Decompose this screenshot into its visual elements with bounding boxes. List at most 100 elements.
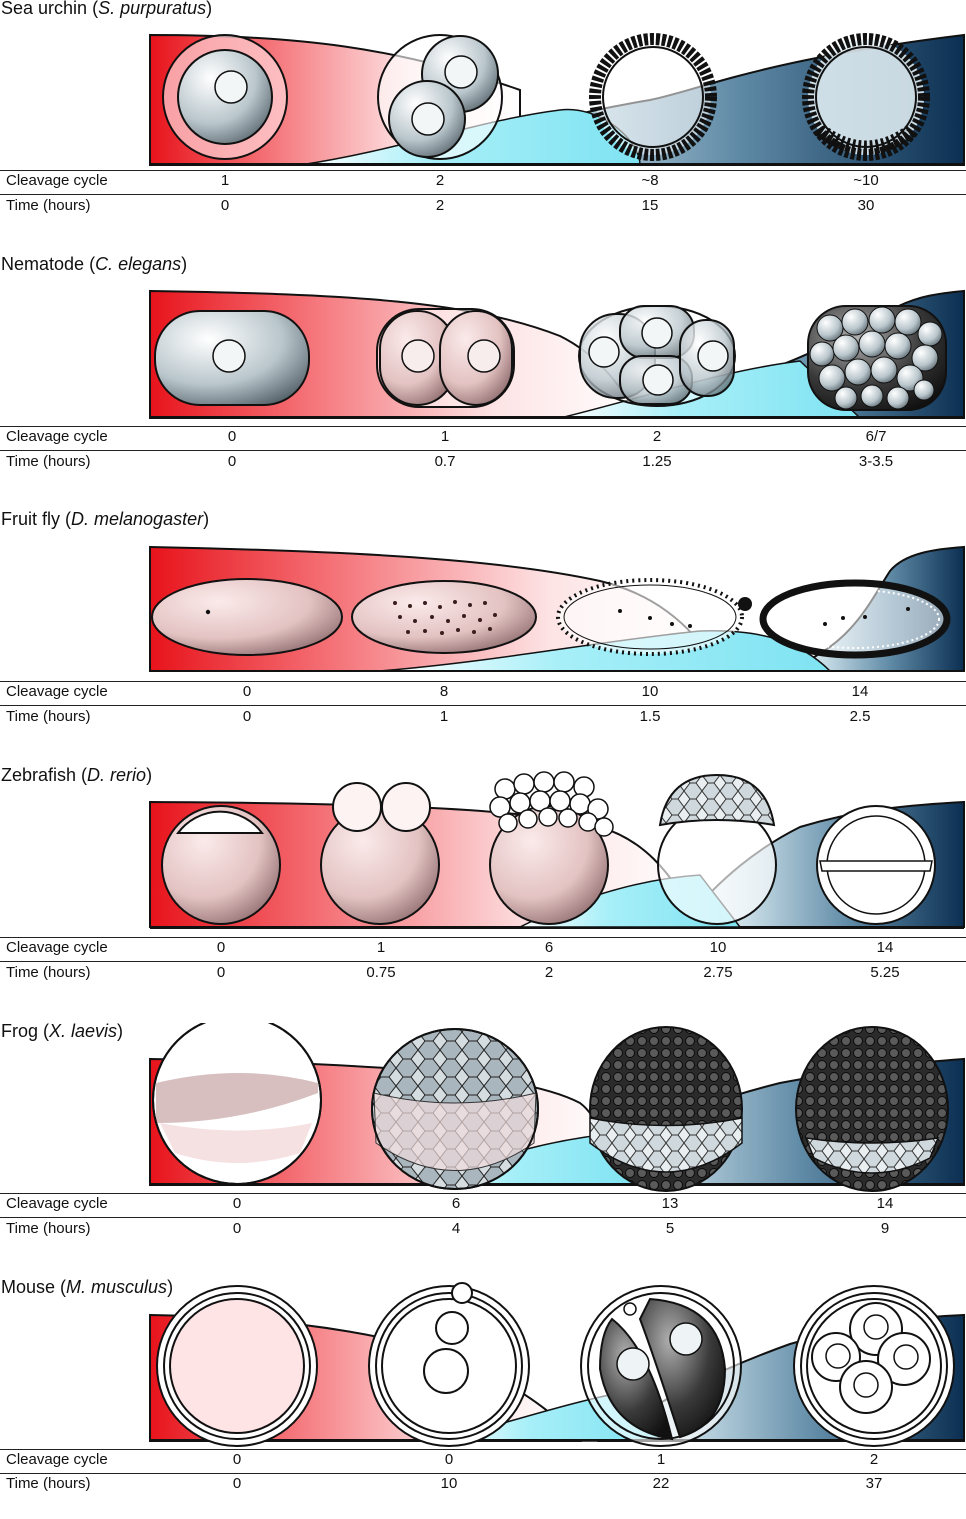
transition-diagram — [149, 1282, 965, 1447]
transition-diagram — [149, 1023, 965, 1192]
cleavage-value: 0 — [232, 1451, 242, 1468]
time-value: 0 — [227, 453, 237, 470]
organism-latin: C. elegans — [95, 254, 182, 274]
time-value: 0 — [216, 964, 226, 981]
time-label: Time (hours) — [6, 1475, 91, 1492]
stage-blastula — [371, 1028, 539, 1190]
panel-sea-urchin: Sea urchin (S. purpuratus) — [0, 0, 966, 240]
cleavage-label: Cleavage cycle — [6, 1451, 108, 1468]
stage-multicell-embryo — [807, 305, 947, 411]
cleavage-label: Cleavage cycle — [6, 1195, 108, 1212]
transition-diagram — [149, 289, 965, 419]
stage-mid-blastula — [589, 1026, 743, 1192]
time-value: 10 — [440, 1475, 458, 1492]
panel-title: Sea urchin (S. purpuratus) — [1, 0, 213, 18]
cleavage-value: 14 — [876, 939, 894, 956]
divider — [0, 1217, 966, 1218]
time-value: 5 — [665, 1220, 675, 1237]
cleavage-value: 10 — [641, 683, 659, 700]
panel-fruit-fly: Fruit fly (D. melanogaster) — [0, 509, 966, 751]
divider — [0, 1193, 966, 1194]
divider — [0, 705, 966, 706]
time-value: 4 — [451, 1220, 461, 1237]
stage-late-blastula — [795, 1026, 949, 1192]
divider — [0, 1473, 966, 1474]
organism-latin: D. melanogaster — [71, 509, 204, 529]
stage-blastula — [589, 33, 717, 161]
divider — [0, 170, 966, 171]
panel-frog: Frog (X. laevis) Cleavage cycle 0 6 13 1… — [0, 1021, 966, 1263]
stage-egg — [152, 1023, 322, 1185]
cleavage-label: Cleavage cycle — [6, 939, 108, 956]
panel-title: Nematode (C. elegans) — [1, 254, 188, 274]
time-value: 2 — [435, 197, 445, 214]
time-value: 0 — [242, 708, 252, 725]
transition-diagram — [149, 771, 965, 929]
cleavage-value: 10 — [709, 939, 727, 956]
time-value: 0 — [232, 1475, 242, 1492]
stage-oocyte — [156, 1285, 318, 1447]
cleavage-value: 2 — [869, 1451, 879, 1468]
stage-one-cell-egg — [162, 34, 288, 160]
cleavage-value: ~8 — [641, 172, 659, 189]
divider — [0, 450, 966, 451]
divider — [0, 426, 966, 427]
stage-zygote — [368, 1282, 530, 1447]
cleavage-label: Cleavage cycle — [6, 428, 108, 445]
time-value: 3-3.5 — [858, 453, 894, 470]
cleavage-value: 0 — [242, 683, 252, 700]
organism-latin: X. laevis — [49, 1021, 118, 1041]
divider — [0, 681, 966, 682]
time-value: 2.5 — [849, 708, 871, 725]
time-value: 0 — [220, 197, 230, 214]
cleavage-value: 2 — [435, 172, 445, 189]
transition-diagram — [149, 545, 965, 672]
time-value: 0 — [232, 1220, 242, 1237]
panel-nematode: Nematode (C. elegans) — [0, 254, 966, 496]
cleavage-value: 2 — [652, 428, 662, 445]
divider — [0, 961, 966, 962]
panel-title: Frog (X. laevis) — [1, 1021, 124, 1041]
stage-cellular-blastoderm — [759, 579, 951, 659]
time-value: 5.25 — [870, 964, 900, 981]
stage-two-cell — [320, 782, 440, 925]
stage-syncytial-embryo — [351, 580, 537, 654]
cleavage-value: 13 — [661, 1195, 679, 1212]
cleavage-value: 6 — [544, 939, 554, 956]
divider — [0, 937, 966, 938]
time-label: Time (hours) — [6, 197, 91, 214]
time-value: 0.7 — [434, 453, 456, 470]
panel-title: Fruit fly (D. melanogaster) — [1, 509, 210, 529]
stage-four-cell-embryo — [578, 305, 736, 407]
cleavage-label: Cleavage cycle — [6, 172, 108, 189]
organism-name: Fruit fly — [1, 509, 61, 529]
organism-name: Mouse — [1, 1277, 56, 1297]
time-value: 37 — [865, 1475, 883, 1492]
time-value: 2 — [544, 964, 554, 981]
cleavage-value: 1 — [376, 939, 386, 956]
cleavage-value: 6/7 — [865, 428, 887, 445]
cleavage-label: Cleavage cycle — [6, 683, 108, 700]
time-value: 0.75 — [366, 964, 396, 981]
stage-two-cell — [377, 34, 503, 160]
stage-one-cell-embryo — [154, 310, 310, 406]
cleavage-value: 1 — [656, 1451, 666, 1468]
panel-zebrafish: Zebrafish (D. rerio) — [0, 765, 966, 1007]
stage-one-cell — [161, 805, 281, 925]
transition-diagram — [149, 33, 965, 166]
cleavage-value: 14 — [876, 1195, 894, 1212]
organism-name: Zebrafish — [1, 765, 77, 785]
panel-mouse: Mouse (M. musculus) — [0, 1277, 966, 1519]
cleavage-value: 0 — [444, 1451, 454, 1468]
panel-title: Mouse (M. musculus) — [1, 1277, 174, 1297]
time-value: 15 — [641, 197, 659, 214]
cleavage-value: 0 — [227, 428, 237, 445]
cleavage-value: 6 — [451, 1195, 461, 1212]
cleavage-value: 1 — [220, 172, 230, 189]
organism-latin: M. musculus — [66, 1277, 168, 1297]
organism-name: Nematode — [1, 254, 85, 274]
stage-fertilized-egg — [151, 578, 343, 656]
organism-name: Sea urchin — [1, 0, 88, 18]
stage-four-cell — [793, 1285, 955, 1447]
time-label: Time (hours) — [6, 964, 91, 981]
